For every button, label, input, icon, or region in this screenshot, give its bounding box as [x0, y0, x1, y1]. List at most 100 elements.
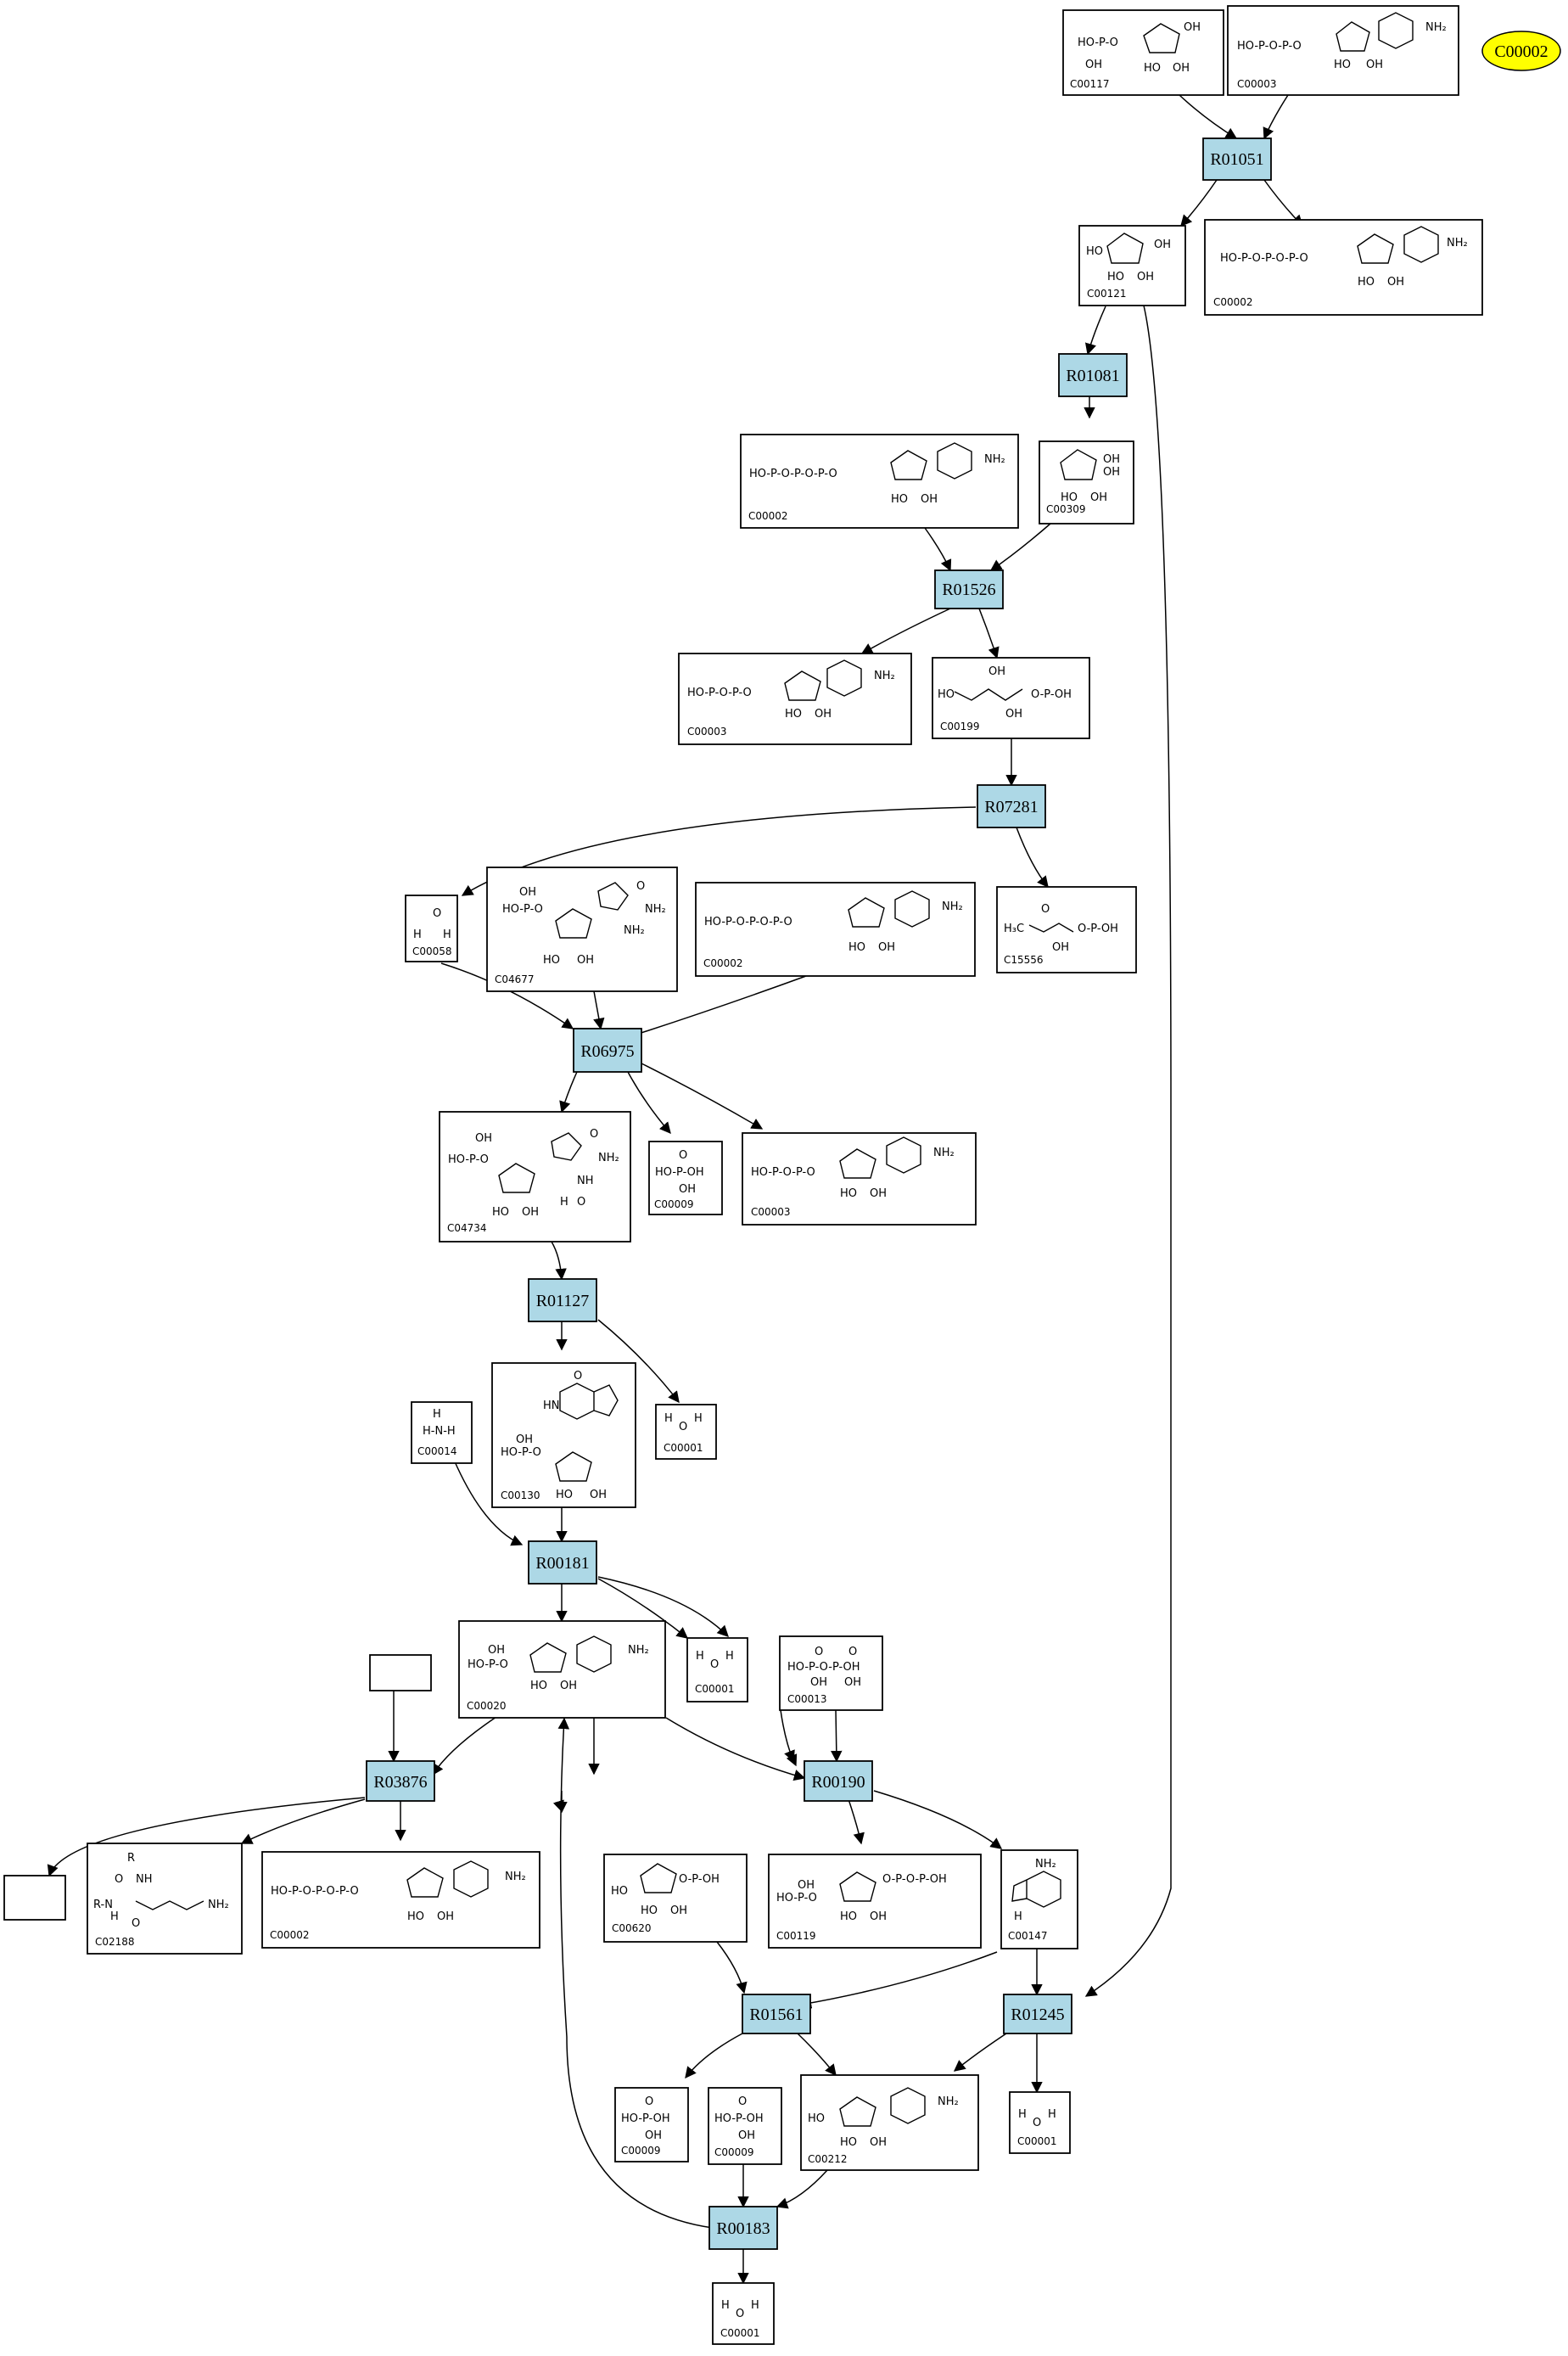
blank-node[interactable] [3, 1875, 66, 1921]
edge [626, 975, 807, 1040]
edge [639, 1062, 764, 1130]
reaction-node[interactable]: R01127 [528, 1278, 597, 1322]
edge [978, 608, 1000, 659]
svg-text:HO: HO [556, 1489, 573, 1501]
reaction-node[interactable]: R01081 [1058, 353, 1128, 397]
compound-id: C00121 [1087, 288, 1127, 300]
svg-text:HO: HO [1334, 59, 1351, 71]
svg-text:HO: HO [938, 688, 955, 701]
svg-text:OH: OH [1085, 59, 1102, 71]
reaction-node[interactable]: R06975 [573, 1028, 642, 1073]
svg-text:HO: HO [785, 708, 802, 721]
svg-text:OH: OH [679, 1183, 696, 1196]
svg-text:HO-P-O-P-OH: HO-P-O-P-OH [787, 1661, 860, 1674]
reaction-node[interactable]: R01526 [934, 569, 1004, 609]
svg-text:HO-P-OH: HO-P-OH [714, 2112, 764, 2125]
compound-node[interactable]: HOH C00001 [686, 1637, 748, 1702]
compound-node[interactable]: HOH C00001 [712, 2282, 775, 2345]
svg-text:O: O [590, 1128, 598, 1141]
highlight-label: C00002 [1494, 42, 1548, 61]
highlighted-compound[interactable]: C00002 [1481, 31, 1561, 71]
compound-node[interactable]: H₃C OOH O-P-OH C15556 [996, 886, 1137, 973]
svg-text:H: H [721, 2299, 730, 2312]
compound-node[interactable]: HOH C00001 [1009, 2091, 1071, 2154]
svg-text:HO-P-OH: HO-P-OH [621, 2112, 670, 2125]
svg-text:HO: HO [840, 1910, 857, 1923]
svg-text:OH: OH [1387, 276, 1404, 289]
edge [551, 1241, 567, 1281]
compound-id: C00020 [467, 1700, 507, 1712]
edge [453, 1459, 524, 1546]
reaction-label: R01245 [1011, 2005, 1064, 2024]
compound-id: C00009 [621, 2145, 661, 2157]
blank-node[interactable] [369, 1654, 432, 1691]
svg-text:HO-P-O: HO-P-O [776, 1892, 817, 1904]
compound-node[interactable]: HOH C00001 [655, 1404, 717, 1460]
reaction-node[interactable]: R03876 [366, 1760, 435, 1802]
svg-text:HO-P-O-P-O-P-O: HO-P-O-P-O-P-O [271, 1885, 359, 1898]
compound-node[interactable]: NH₂ H C00147 [1000, 1849, 1078, 1949]
reaction-node[interactable]: R00190 [804, 1760, 873, 1802]
edge [627, 1071, 671, 1135]
reaction-node[interactable]: R00181 [528, 1540, 597, 1585]
svg-text:OH: OH [1005, 708, 1022, 721]
edge [860, 608, 951, 654]
edge [685, 2033, 743, 2079]
reaction-label: R07281 [984, 798, 1038, 816]
edge [924, 527, 952, 572]
svg-text:O: O [574, 1370, 582, 1383]
svg-text:OH: OH [988, 665, 1005, 678]
reaction-nodes: R01051 R01081 R01526 R07281 R06975 R0112… [366, 137, 1272, 2250]
svg-text:OH: OH [560, 1680, 577, 1692]
svg-text:O-P-O-P-OH: O-P-O-P-OH [882, 1873, 947, 1886]
svg-text:NH₂: NH₂ [874, 670, 895, 682]
compound-id: C00130 [501, 1489, 540, 1501]
edge [665, 1717, 806, 1781]
reaction-node[interactable]: R00183 [708, 2206, 778, 2250]
svg-text:OH: OH [590, 1489, 607, 1501]
svg-text:NH₂: NH₂ [942, 900, 963, 913]
svg-text:R: R [127, 1852, 135, 1865]
reaction-node[interactable]: R01561 [742, 1994, 811, 2034]
reaction-node[interactable]: R01051 [1202, 137, 1272, 181]
compound-node[interactable]: HH-N-H C00014 [411, 1401, 473, 1464]
svg-text:NH₂: NH₂ [1447, 237, 1468, 250]
edge [1263, 94, 1289, 140]
svg-text:HO: HO [492, 1206, 509, 1219]
reaction-label: R03876 [373, 1773, 427, 1792]
svg-text:H: H [725, 1650, 734, 1663]
reaction-node[interactable]: R01245 [1003, 1994, 1072, 2034]
compound-id: C00002 [748, 510, 788, 522]
svg-text:H: H [443, 928, 451, 941]
edge [797, 2033, 837, 2077]
svg-text:HO-P-O-P-O-P-O: HO-P-O-P-O-P-O [704, 916, 792, 928]
edge [953, 2033, 1007, 2072]
svg-text:HO: HO [840, 1187, 857, 1200]
reaction-node[interactable]: R07281 [977, 784, 1046, 828]
svg-text:NH₂: NH₂ [628, 1644, 649, 1657]
